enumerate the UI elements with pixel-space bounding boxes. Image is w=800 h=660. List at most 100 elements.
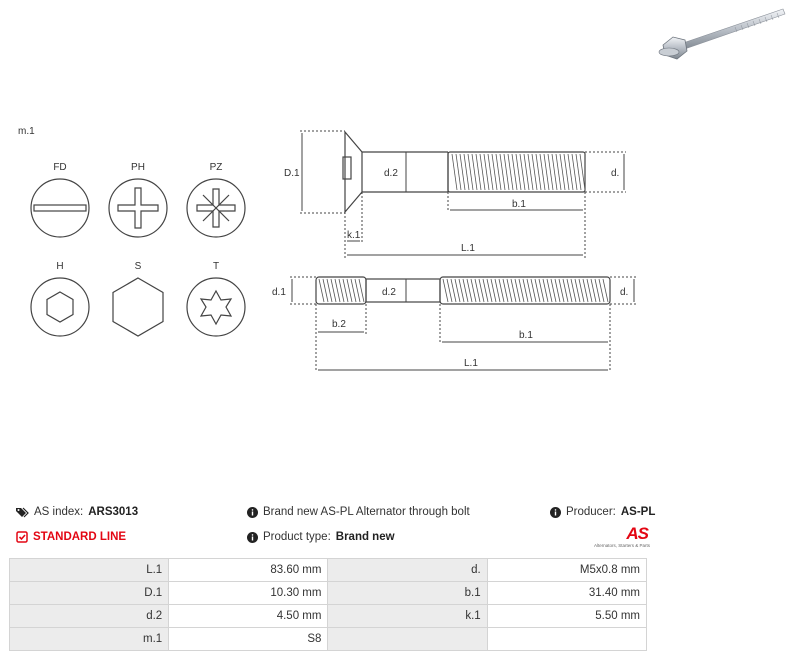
- thread-line: [563, 153, 570, 191]
- thread-line: [510, 278, 517, 303]
- spec-value: M5x0.8 mm: [486, 558, 648, 582]
- flat-slot-head-icon: [30, 178, 90, 238]
- thread-line: [590, 278, 597, 303]
- thread-line: [503, 153, 510, 191]
- head-label-t: T: [213, 261, 219, 272]
- dim-L1-label-bottom: L.1: [464, 358, 478, 369]
- thread-line: [586, 278, 593, 303]
- thread-line: [475, 153, 482, 191]
- thread-line: [602, 278, 609, 303]
- thread-line: [346, 278, 353, 303]
- thread-line: [594, 278, 601, 303]
- thread-line: [519, 153, 526, 191]
- thread-line: [490, 278, 497, 303]
- table-row: d.2 4.50 mm k.1 5.50 mm: [8, 604, 648, 628]
- thread-line: [570, 278, 577, 303]
- thread-line: [350, 278, 357, 303]
- thread-line: [474, 278, 481, 303]
- line-badge: STANDARD LINE: [16, 531, 126, 543]
- thread-line: [562, 278, 569, 303]
- producer-label: Producer:: [566, 506, 616, 518]
- spec-value: [486, 627, 648, 651]
- hex-head-icon: [112, 277, 164, 337]
- thread-line: [550, 278, 557, 303]
- spec-table: L.1 83.60 mm d. M5x0.8 mm D.1 10.30 mm b…: [8, 558, 648, 651]
- dim-D1-label: D.1: [284, 168, 300, 179]
- dim-d-label: d.: [611, 168, 619, 179]
- thread-line: [514, 278, 521, 303]
- dim-d2-label-bottom: d.2: [382, 287, 396, 298]
- thread-line: [543, 153, 550, 191]
- check-square-icon: [16, 531, 28, 543]
- dim-d1-label: d.1: [272, 287, 286, 298]
- thread-line: [546, 278, 553, 303]
- as-index-label: AS index:: [34, 506, 84, 518]
- thread-line: [555, 153, 562, 191]
- thread-line: [491, 153, 498, 191]
- dim-d-label-bottom: d.: [620, 287, 628, 298]
- thread-line: [498, 278, 505, 303]
- pozidriv-head-icon: [186, 178, 246, 238]
- torx-head-icon: [186, 277, 246, 337]
- phillips-head-icon: [108, 178, 168, 238]
- thread-line: [450, 278, 457, 303]
- thread-line: [522, 278, 529, 303]
- spec-value: 4.50 mm: [168, 604, 329, 628]
- thread-line: [322, 278, 329, 303]
- spec-value: 10.30 mm: [168, 581, 329, 605]
- head-label-pz: PZ: [210, 162, 223, 173]
- table-row: D.1 10.30 mm b.1 31.40 mm: [8, 581, 648, 605]
- technical-drawing: m.1 FD PH PZ H S T: [18, 126, 636, 372]
- spec-key: D.1: [8, 581, 170, 605]
- head-label-s: S: [135, 261, 142, 272]
- thread-line: [330, 278, 337, 303]
- producer-value: AS-PL: [620, 506, 656, 518]
- thread-line: [559, 153, 566, 191]
- info-circle-icon: [247, 506, 258, 518]
- dim-b2-label: b.2: [332, 319, 346, 330]
- spec-key: d.: [327, 558, 488, 582]
- thread-line: [538, 278, 545, 303]
- info-circle-icon: [550, 506, 561, 518]
- as-index-value: ARS3013: [88, 506, 139, 518]
- thread-line: [527, 153, 534, 191]
- dim-d2-label: d.2: [384, 168, 398, 179]
- thread-line: [534, 278, 541, 303]
- spec-key: L.1: [8, 558, 170, 582]
- thread-line: [578, 278, 585, 303]
- thread-line: [334, 278, 341, 303]
- thread-line: [454, 278, 461, 303]
- spec-key: b.1: [327, 581, 488, 605]
- thread-line: [471, 153, 478, 191]
- thread-line: [506, 278, 513, 303]
- thread-line: [554, 278, 561, 303]
- thread-line: [466, 278, 473, 303]
- thread-line: [338, 278, 345, 303]
- thread-line: [542, 278, 549, 303]
- as-index: AS index: ARS3013: [16, 506, 138, 518]
- spec-value: S8: [168, 627, 329, 651]
- hex-socket-head-icon: [30, 277, 90, 337]
- dim-b1-label: b.1: [512, 199, 526, 210]
- thread-line: [547, 153, 554, 191]
- thread-line: [495, 153, 502, 191]
- dim-L1-label: L.1: [461, 243, 475, 254]
- thread-line: [598, 278, 605, 303]
- spec-key: m.1: [8, 627, 170, 651]
- thread-line: [483, 153, 490, 191]
- thread-line: [518, 278, 525, 303]
- thread-line: [459, 153, 466, 191]
- thread-line: [318, 278, 325, 303]
- thread-line: [463, 153, 470, 191]
- thread-line: [551, 153, 558, 191]
- dim-k1-label: k.1: [347, 230, 361, 241]
- thread-line: [511, 153, 518, 191]
- producer: Producer: AS-PL: [550, 506, 655, 518]
- table-row: L.1 83.60 mm d. M5x0.8 mm: [8, 558, 648, 582]
- head-label-ph: PH: [131, 162, 145, 173]
- thread-line: [567, 153, 574, 191]
- thread-line: [575, 153, 582, 191]
- line-label: STANDARD LINE: [33, 531, 127, 543]
- thread-line: [515, 153, 522, 191]
- thread-line: [482, 278, 489, 303]
